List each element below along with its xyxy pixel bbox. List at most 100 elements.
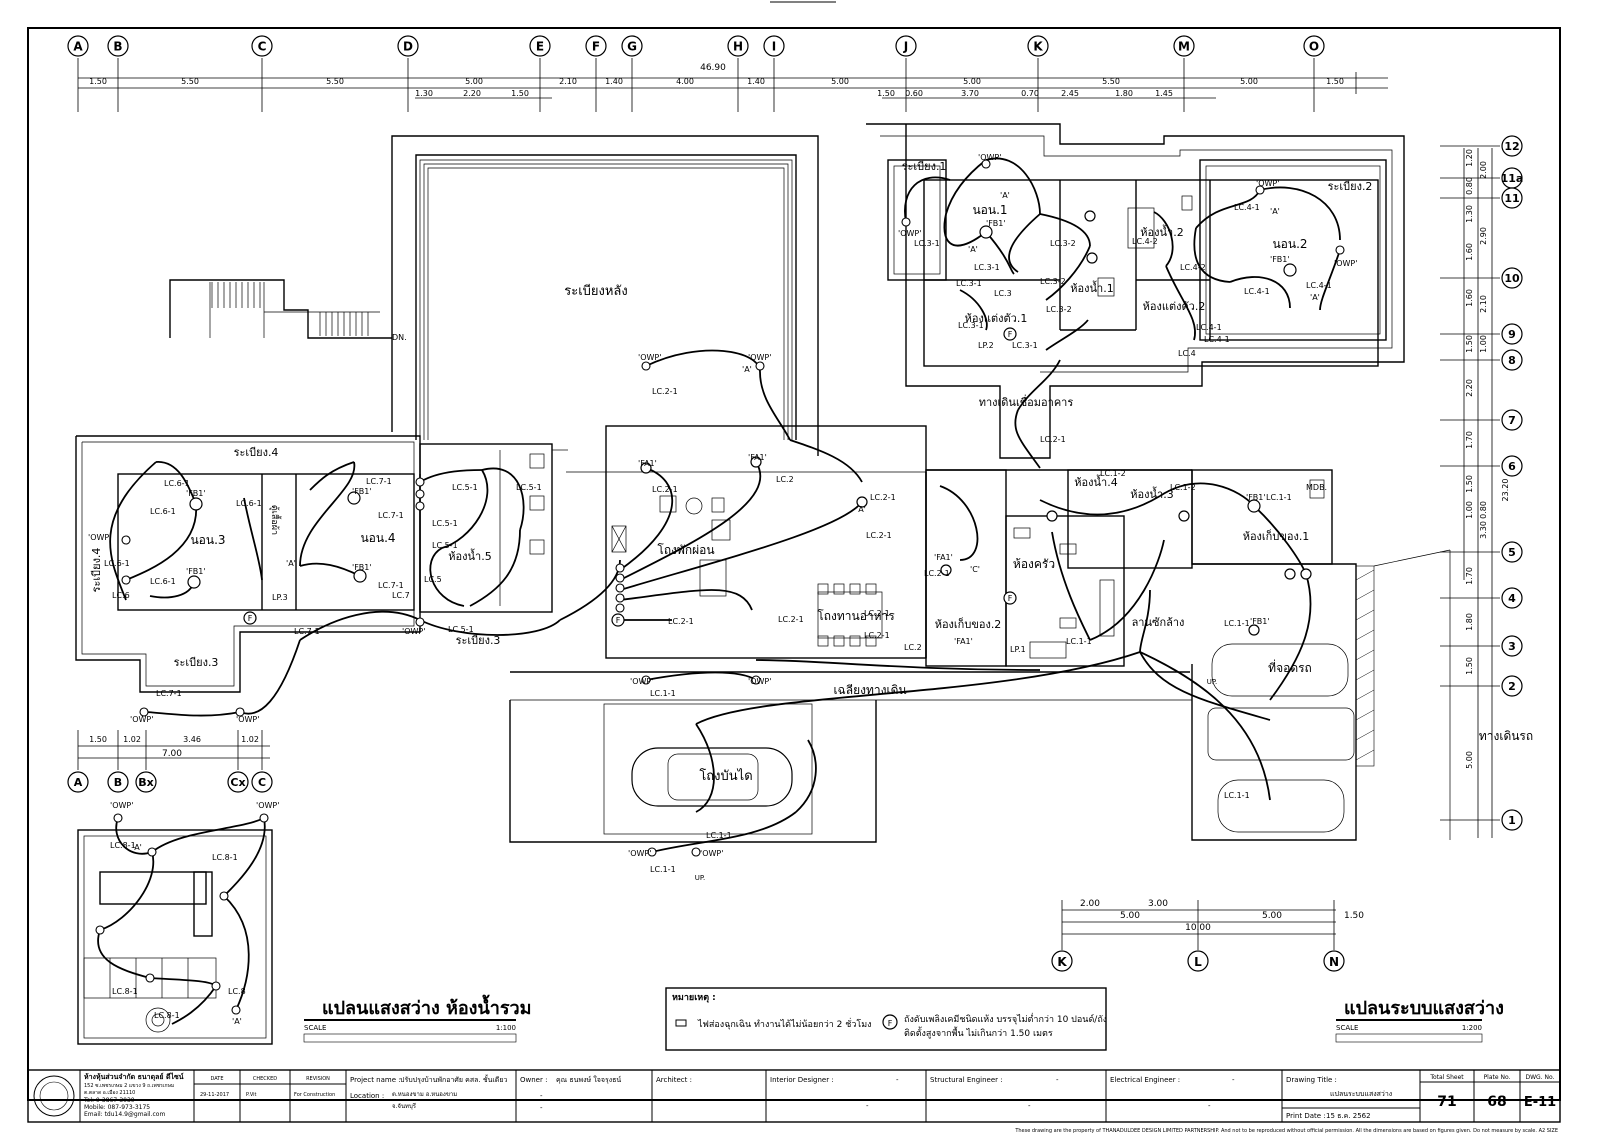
svg-text:'FB1': 'FB1' — [1270, 255, 1290, 264]
svg-text:LC.4-1: LC.4-1 — [1196, 323, 1222, 332]
svg-text:LC.3-1: LC.3-1 — [914, 239, 940, 248]
svg-text:SCALE: SCALE — [1336, 1024, 1358, 1032]
svg-text:LC.2-1: LC.2-1 — [924, 569, 950, 578]
svg-text:LC.8-1: LC.8-1 — [112, 987, 138, 996]
grid-bubble-right: 7 — [1501, 409, 1523, 431]
svg-text:LC.6-1: LC.6-1 — [150, 507, 176, 516]
room-bed2: นอน.2 — [1272, 237, 1307, 251]
svg-text:LC.5-1: LC.5-1 — [432, 541, 458, 550]
svg-text:LC.7-1: LC.7-1 — [294, 627, 320, 636]
grid-bubble-left-bottom-label: Bx — [138, 776, 153, 789]
top-dim-label: 1.50 — [89, 77, 107, 86]
grid-bubble-left-bottom-label: Cx — [230, 776, 245, 789]
svg-text:LC.5-1: LC.5-1 — [452, 483, 478, 492]
svg-text:-: - — [1232, 1076, 1235, 1084]
svg-text:ต.ตลาด อ.เมือง 21110: ต.ตลาด อ.เมือง 21110 — [84, 1089, 135, 1096]
svg-text:LC.1-2: LC.1-2 — [1100, 469, 1126, 478]
main-title: แปลนระบบแสงสว่าง — [1344, 998, 1504, 1019]
top-dim-label: 1.80 — [1115, 89, 1133, 98]
svg-text:LC.3-1: LC.3-1 — [974, 263, 1000, 272]
svg-text:F: F — [888, 1019, 893, 1028]
grid-bubble-right-label: 4 — [1508, 592, 1516, 605]
grid-bubble-left-bottom-label: C — [258, 776, 266, 789]
svg-text:CHECKED: CHECKED — [253, 1076, 277, 1082]
svg-text:K: K — [1057, 955, 1067, 969]
svg-text:LC.4: LC.4 — [1178, 349, 1196, 358]
svg-text:1.50: 1.50 — [1344, 911, 1364, 921]
svg-text:Electrical Engineer :: Electrical Engineer : — [1110, 1076, 1180, 1084]
left-bottom-dim-label: 1.02 — [123, 735, 141, 744]
svg-text:LC.2-1: LC.2-1 — [864, 631, 890, 640]
svg-text:LC.2-1: LC.2-1 — [668, 617, 694, 626]
room-bath2: ห้องน้ำ.2 — [1140, 224, 1183, 239]
svg-text:Location :: Location : — [350, 1092, 384, 1100]
room-laundry: ลานซักล้าง — [1132, 616, 1185, 629]
grid-bubble-top: O — [1303, 35, 1325, 57]
owp-wall-lights — [121, 159, 1345, 857]
svg-text:E-11: E-11 — [1524, 1095, 1556, 1110]
svg-text:7.00: 7.00 — [162, 749, 182, 759]
room-dining: โถงทานอาหาร — [817, 609, 895, 623]
up-label-parking: UP. — [1207, 678, 1217, 686]
top-dim-label: 0.70 — [1021, 89, 1039, 98]
svg-text:'OWP': 'OWP' — [110, 801, 133, 810]
svg-text:LC.2-1: LC.2-1 — [1040, 435, 1066, 444]
svg-text:Structural Engineer :: Structural Engineer : — [930, 1076, 1003, 1084]
svg-text:'A': 'A' — [968, 245, 978, 254]
svg-text:LC.8: LC.8 — [228, 987, 246, 996]
room-terrace4-side: ระเบียง.4 — [90, 548, 103, 593]
svg-text:'OWP': 'OWP' — [978, 153, 1001, 162]
bottom-grid-bubbles: K L N — [1051, 900, 1345, 972]
room-kitchen: ห้องครัว — [1013, 557, 1055, 571]
svg-text:LC.4-1: LC.4-1 — [1306, 281, 1332, 290]
svg-text:LC.5-1: LC.5-1 — [432, 519, 458, 528]
svg-text:'C': 'C' — [970, 565, 980, 574]
right-dimension-lines: 23.20 1.200.801.301.601.601.502.201.701.… — [1463, 148, 1510, 838]
svg-text:ไฟส่องฉุกเฉิน ทำงานได้ไม่น้อยก: ไฟส่องฉุกเฉิน ทำงานได้ไม่น้อยกว่า 2 ชั่ว… — [697, 1017, 872, 1030]
light-fixtures — [187, 210, 1312, 636]
svg-text:LC.6-1: LC.6-1 — [150, 577, 176, 586]
left-bottom-dim-label: 3.46 — [183, 735, 201, 744]
grid-bubble-top: C — [251, 35, 273, 57]
svg-text:'FB1': 'FB1' — [352, 563, 372, 572]
stair-dn-label: DN. — [392, 333, 407, 342]
right-dim-label: 0.80 — [1465, 177, 1474, 195]
up-label-bottom: UP. — [695, 874, 705, 882]
grid-bubble-top-label: C — [258, 40, 267, 54]
svg-text:Interior Designer :: Interior Designer : — [770, 1076, 834, 1084]
room-stair-hall: โถงบันได — [699, 768, 752, 784]
right-dim-label: 2.20 — [1465, 379, 1474, 397]
room-terrace2: ระเบียง.2 — [1328, 180, 1373, 193]
svg-text:1:100: 1:100 — [496, 1024, 516, 1032]
svg-text:29-11-2017: 29-11-2017 — [200, 1092, 229, 1098]
grid-bubble-top-label: D — [403, 40, 413, 54]
top-dim-label: 1.50 — [877, 89, 895, 98]
svg-text:Drawing Title :: Drawing Title : — [1286, 1076, 1337, 1084]
right-dim-label: 1.60 — [1465, 289, 1474, 307]
svg-text:LC.8-1: LC.8-1 — [110, 841, 136, 850]
room-storage1: ห้องเก็บของ.1 — [1243, 529, 1310, 543]
svg-text:-: - — [1056, 1076, 1059, 1084]
grid-bubble-left-bottom: C — [251, 771, 273, 793]
svg-text:LC.2-1: LC.2-1 — [870, 493, 896, 502]
grid-bubble-right: 11 — [1501, 187, 1523, 209]
svg-text:15 ธ.ค. 2562: 15 ธ.ค. 2562 — [1326, 1112, 1371, 1120]
top-total-dim: 46.90 — [700, 63, 726, 73]
svg-text:LC.7-1: LC.7-1 — [156, 689, 182, 698]
grid-bubble-top: I — [763, 35, 785, 57]
svg-text:'OWP': 'OWP' — [700, 849, 723, 858]
grid-bubble-top: J — [895, 35, 917, 57]
room-driveway: ทางเดินรถ — [1479, 729, 1533, 743]
restroom-subplan: LC.8-1 LC.8-1 LC.8-1 LC.8-1 LC.8 'OWP' '… — [77, 801, 279, 1045]
svg-text:'OWP': 'OWP' — [748, 353, 771, 362]
svg-text:'FA1': 'FA1' — [638, 459, 657, 468]
top-dim-label: 5.00 — [963, 77, 981, 86]
svg-text:LP.2: LP.2 — [978, 341, 994, 350]
room-bath3: ห้องน้ำ.3 — [1130, 486, 1173, 501]
svg-text:Mobile: 087-973-3175: Mobile: 087-973-3175 — [84, 1104, 150, 1111]
svg-text:Tel: 0-3867-3030: Tel: 0-3867-3030 — [83, 1097, 135, 1104]
grid-bubble-top: D — [397, 35, 419, 57]
svg-text:'FB1': 'FB1' — [186, 489, 206, 498]
